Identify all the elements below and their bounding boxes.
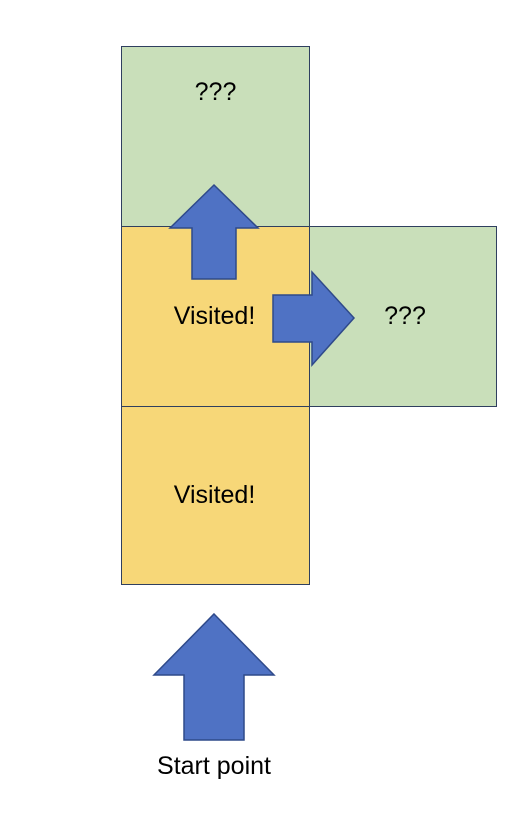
cell-right-label: ??? xyxy=(384,302,426,330)
start-arrow-icon xyxy=(152,612,276,741)
cell-middle-label: Visited! xyxy=(173,302,256,330)
right-arrow-icon xyxy=(272,270,356,367)
cell-bottom-visited: Visited! xyxy=(121,406,310,585)
cell-top-label: ??? xyxy=(194,78,237,106)
up-arrow-icon xyxy=(168,183,260,280)
start-point-label: Start point xyxy=(157,752,271,780)
cell-bottom-label: Visited! xyxy=(173,481,256,509)
